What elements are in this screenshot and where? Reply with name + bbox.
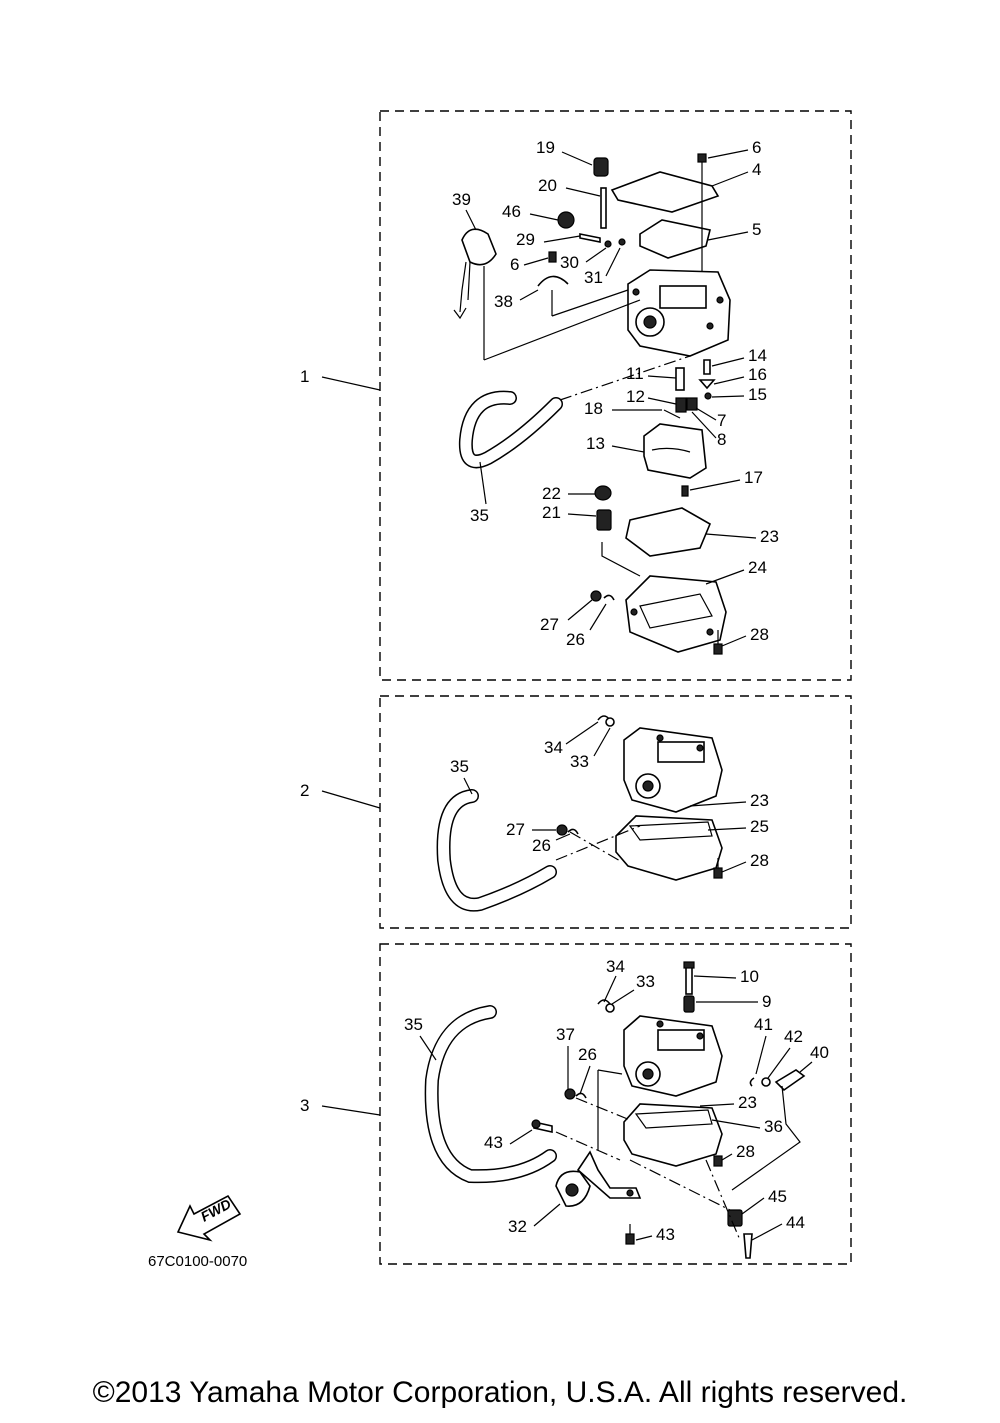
gasket-23 [625,507,712,557]
callout-30: 30 [560,253,579,272]
callout-27: 27 [540,615,559,634]
callout-43a: 43 [484,1133,503,1152]
callout-29: 29 [516,230,535,249]
group-1-box [379,110,852,681]
callout-43b: 43 [656,1225,675,1244]
choke-knob [461,228,497,266]
callout-39: 39 [452,190,471,209]
callout-33: 33 [570,752,589,771]
callout-45: 45 [768,1187,787,1206]
callout-11: 11 [626,364,644,383]
callout-13: 13 [586,434,605,453]
callout-28: 28 [736,1142,755,1161]
group-2-parts [436,715,723,912]
callout-24: 24 [748,558,767,577]
callout-7: 7 [717,411,726,430]
jet-19 [593,157,609,177]
callout-27: 27 [506,820,525,839]
copyright-notice: ©2013 Yamaha Motor Corporation, U.S.A. A… [92,1376,908,1409]
callout-6a: 6 [752,138,761,157]
callout-8: 8 [717,430,726,449]
callout-16: 16 [748,365,767,384]
callout-36: 36 [764,1117,783,1136]
callout-41: 41 [754,1015,773,1034]
callout-26: 26 [578,1045,597,1064]
callout-37: 37 [556,1025,575,1044]
cover-plate [610,171,720,213]
callout-6b: 6 [510,255,519,274]
callout-38: 38 [494,292,513,311]
callout-35: 35 [450,757,469,776]
callout-18: 18 [584,399,603,418]
callout-35: 35 [404,1015,423,1034]
callout-26: 26 [532,836,551,855]
callout-32: 32 [508,1217,527,1236]
group-1-parts [453,153,731,655]
group-2-box [379,695,852,929]
callout-46: 46 [502,202,521,221]
group-2-callouts: 34 33 35 23 27 25 26 28 [450,721,769,873]
fwd-arrow-icon: FWD [176,1194,242,1242]
float [643,423,707,479]
group-1-callouts: 19 6 4 20 39 46 5 29 30 6 31 38 14 16 15… [452,138,779,649]
callout-23: 23 [750,791,769,810]
callout-33: 33 [636,972,655,991]
callout-4: 4 [752,160,761,179]
callout-12: 12 [626,387,645,406]
callout-31: 31 [584,268,603,287]
group-3-callouts: 34 33 10 9 35 41 42 40 37 26 23 36 43 28… [404,957,829,1244]
callout-40: 40 [810,1043,829,1062]
group-label-1: 1 [300,367,309,386]
callout-28: 28 [750,625,769,644]
gasket-plate [639,219,711,259]
callout-19: 19 [536,138,555,157]
callout-10: 10 [740,967,759,986]
callout-22: 22 [542,484,561,503]
callout-21: 21 [542,503,561,522]
carburetor-body-2 [623,727,723,813]
callout-23: 23 [738,1093,757,1112]
callout-20: 20 [538,176,557,195]
callout-25: 25 [750,817,769,836]
group-3-box [379,943,852,1265]
callout-15: 15 [748,385,767,404]
callout-5: 5 [752,220,761,239]
carburetor-body-3 [623,1015,723,1097]
group-labels: 1 2 3 [300,367,381,1116]
callout-14: 14 [748,346,767,365]
diagram-code: 67C0100-0070 [148,1253,247,1270]
callout-34: 34 [606,957,625,976]
callout-42: 42 [784,1027,803,1046]
callout-35: 35 [470,506,489,525]
group-label-3: 3 [300,1096,309,1115]
group-label-2: 2 [300,781,309,800]
callout-26: 26 [566,630,585,649]
group-3-parts [424,961,806,1259]
callout-34: 34 [544,738,563,757]
callout-17: 17 [744,468,763,487]
callout-28: 28 [750,851,769,870]
callout-23: 23 [760,527,779,546]
callout-9: 9 [762,992,771,1011]
callout-44: 44 [786,1213,805,1232]
